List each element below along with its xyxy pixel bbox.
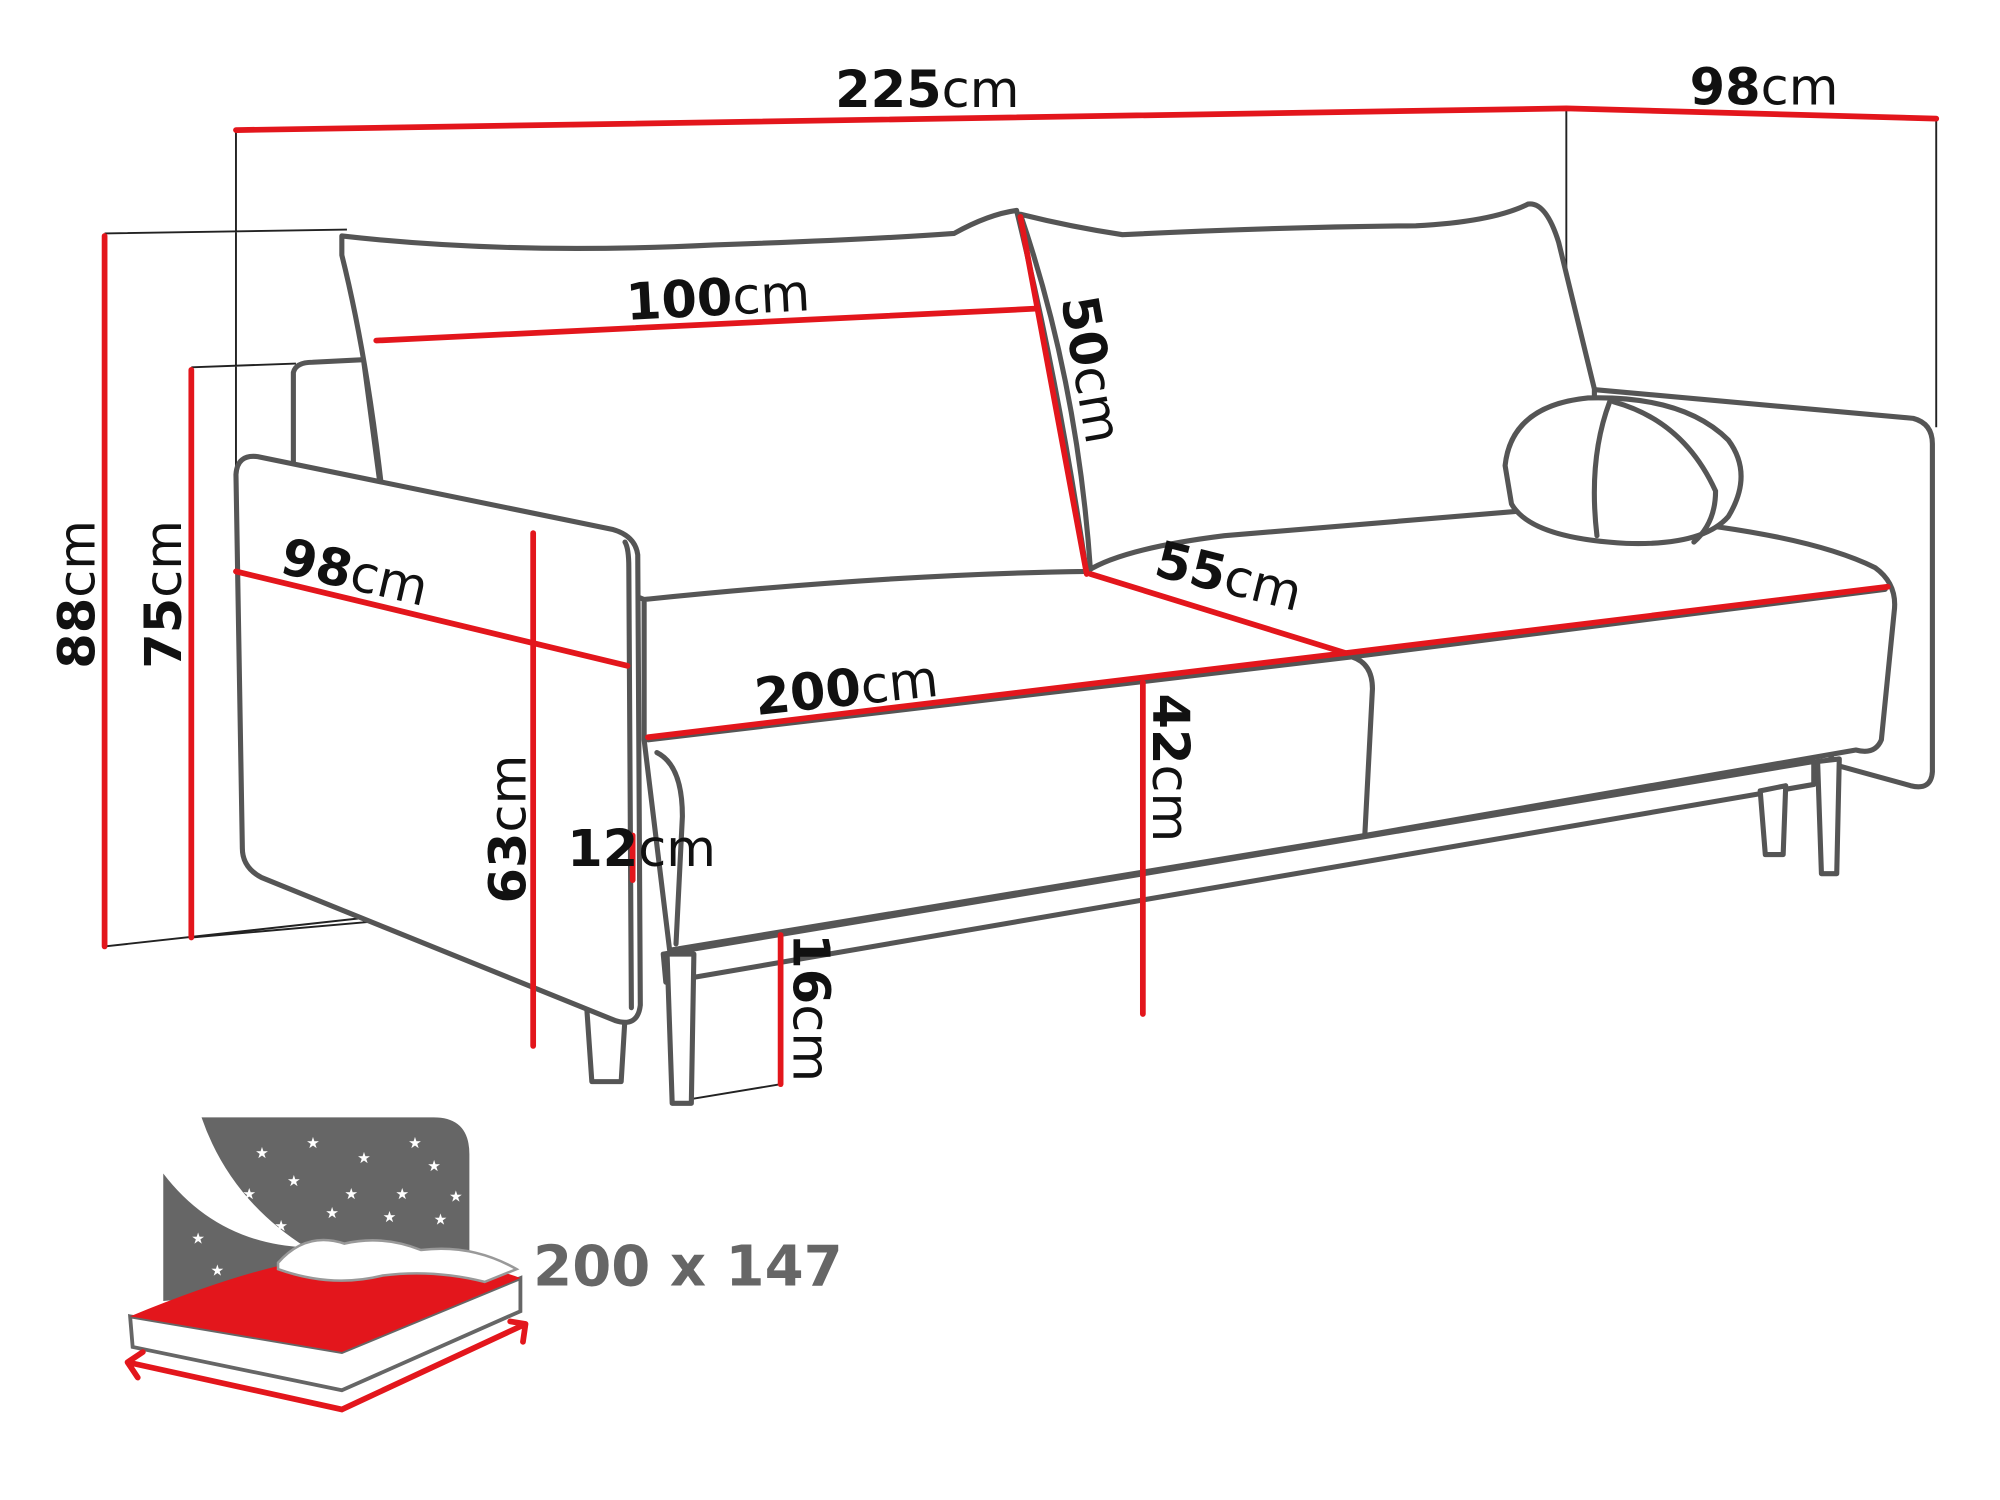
label-cushion-height: 50cm (1048, 291, 1132, 448)
svg-text:★: ★ (287, 1172, 301, 1190)
width-arrow-icon (124, 1318, 529, 1413)
stars-icon: ★★★★ ★★★★ ★★★★ ★★★★ (191, 1134, 462, 1280)
leg-right-front (1757, 783, 1789, 858)
right-back-cushion (1017, 201, 1597, 574)
svg-text:★: ★ (191, 1230, 205, 1248)
svg-text:★: ★ (306, 1134, 320, 1152)
label-seat-width: 200cm (752, 650, 941, 728)
label-armrest-height: 63cm (480, 755, 539, 904)
leg-right-back (1815, 756, 1842, 877)
leg-front-left (664, 951, 697, 1106)
svg-text:★: ★ (274, 1217, 288, 1235)
label-back-height: 75cm (135, 520, 194, 669)
svg-text:★: ★ (357, 1149, 371, 1167)
label-depth-top: 98cm (1690, 59, 1839, 118)
svg-text:★: ★ (255, 1144, 269, 1162)
label-total-width: 225cm (835, 61, 1019, 120)
svg-text:★: ★ (395, 1185, 409, 1203)
label-seat-height: 42cm (1140, 693, 1199, 842)
label-armrest-width: 12cm (567, 820, 716, 879)
round-pillow (1502, 395, 1744, 547)
sleeping-area-label: 200 x 147 (533, 1235, 843, 1300)
svg-text:★: ★ (242, 1185, 256, 1203)
pillows-icon (276, 1238, 520, 1284)
label-cushion-width: 100cm (625, 264, 812, 333)
svg-text:★: ★ (427, 1157, 441, 1175)
base-rail (660, 758, 1817, 985)
svg-text:★: ★ (449, 1188, 463, 1206)
mattress-top (130, 1262, 521, 1353)
sofa-bed-icon: ★★★★ ★★★★ ★★★★ ★★★★ (124, 1117, 529, 1413)
extension-lines (104, 108, 1938, 1101)
left-back-cushion (339, 207, 1090, 603)
svg-text:★: ★ (325, 1204, 339, 1222)
svg-text:★: ★ (408, 1134, 422, 1152)
label-leg-height: 16cm (780, 933, 839, 1082)
svg-text:★: ★ (344, 1185, 358, 1203)
seat-cushion-side (654, 750, 685, 947)
dimension-lines (101, 105, 1940, 1088)
label-total-height: 88cm (48, 520, 107, 669)
svg-text:★: ★ (210, 1262, 224, 1280)
sofa-illustration (233, 201, 1935, 1106)
svg-text:★: ★ (383, 1208, 397, 1226)
svg-text:★: ★ (434, 1210, 448, 1228)
